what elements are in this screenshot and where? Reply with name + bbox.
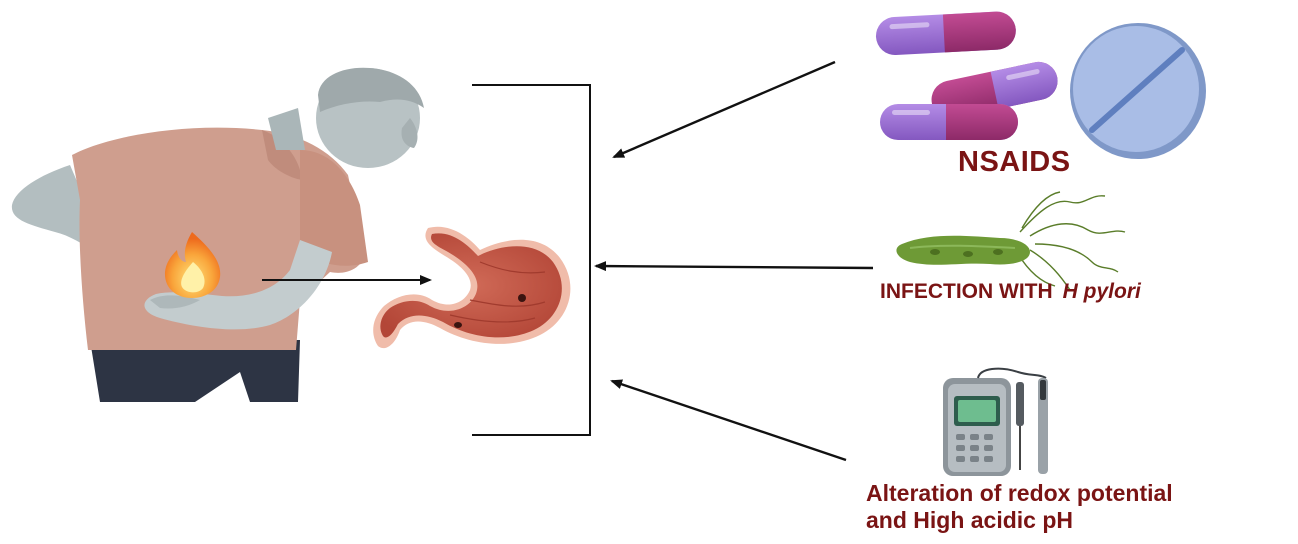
redox-line-2: and High acidic pH — [866, 507, 1074, 533]
flame-icon — [164, 232, 221, 298]
redox-arrow — [610, 379, 847, 462]
person-icon — [11, 67, 424, 402]
redox-line-1: Alteration of redox potential — [866, 480, 1173, 506]
capsule-icon — [875, 11, 1058, 140]
hpylori-species-text: H pylori — [1062, 280, 1141, 303]
hpylori-label: INFECTION WITH H pylori — [880, 280, 1141, 304]
tablet-icon — [1070, 23, 1206, 159]
bacterium-icon — [896, 191, 1126, 291]
ph-meter-icon — [943, 367, 1048, 476]
nsaids-label: NSAIDS — [958, 146, 1071, 178]
nsaids-arrow — [612, 60, 836, 159]
stomach-icon — [373, 226, 571, 349]
infection-prefix-text: INFECTION WITH — [880, 280, 1053, 303]
bracket — [472, 84, 591, 436]
hpylori-arrow — [594, 261, 874, 272]
